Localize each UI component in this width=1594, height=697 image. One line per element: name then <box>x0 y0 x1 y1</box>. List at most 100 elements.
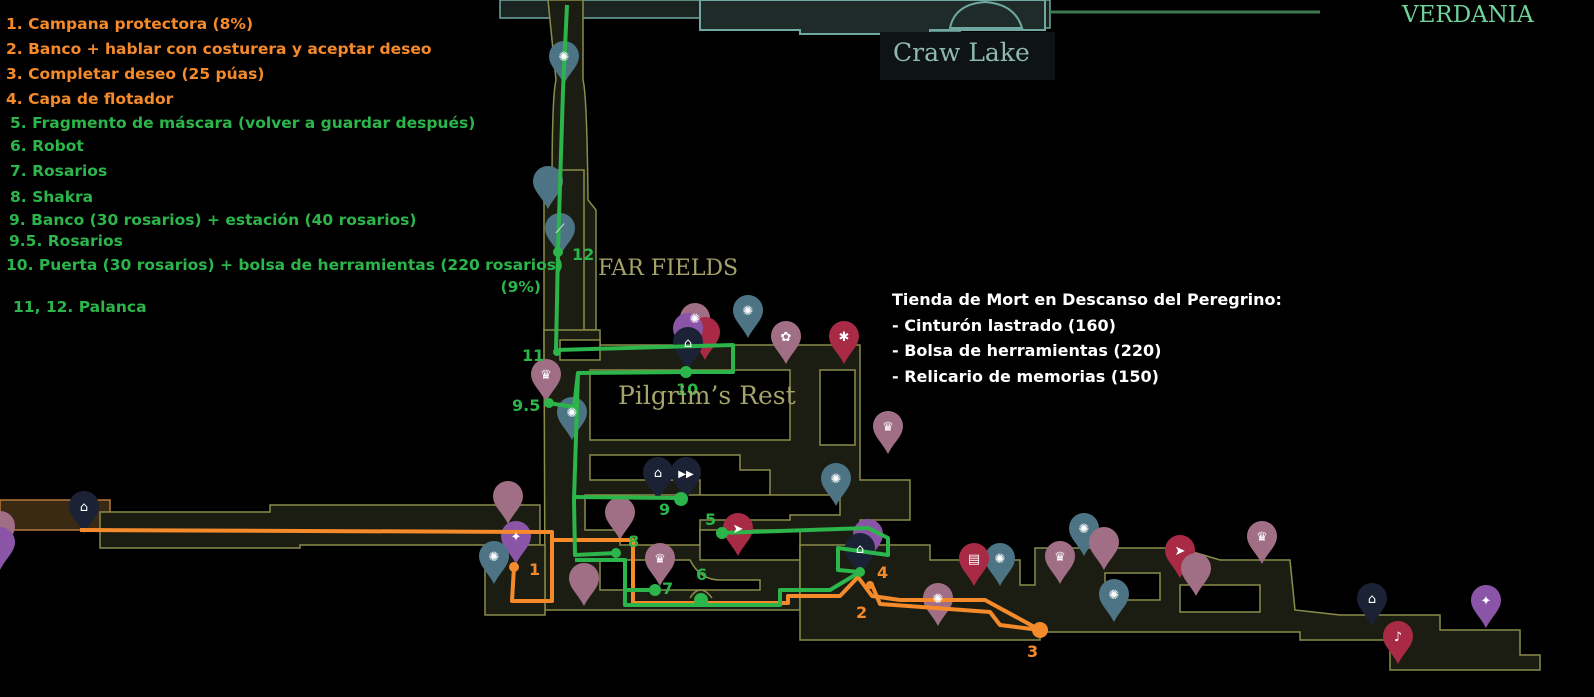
map-pin-burst[interactable] <box>821 463 851 506</box>
route-marker-11: 11 <box>522 346 544 365</box>
map-pin-rose[interactable] <box>771 321 801 364</box>
map-pin-lever-icon: ⟋ <box>555 222 565 237</box>
map-pin-burst-icon: ✺ <box>489 550 500 565</box>
legend-step-10: 10. Puerta (30 rosarios) + bolsa de herr… <box>6 256 564 274</box>
shop-item: - Cinturón lastrado (160) <box>892 315 1116 335</box>
route-marker-9: 9 <box>659 500 670 519</box>
map-pin-bench[interactable] <box>673 327 703 370</box>
route-marker-12: 12 <box>572 245 594 264</box>
map-pin-burst[interactable] <box>733 295 763 338</box>
route-marker-1: 1 <box>529 560 540 579</box>
legend-step-3: 3. Completar deseo (25 púas) <box>6 65 265 83</box>
map-pin[interactable] <box>605 497 635 540</box>
map-pin-burst-icon: ✺ <box>933 592 944 607</box>
craw-lake-region <box>499 0 1320 80</box>
map-pin-burst[interactable] <box>923 583 953 626</box>
orange-route <box>79 528 1048 638</box>
map-pin[interactable] <box>493 481 523 524</box>
map-pin[interactable] <box>0 527 15 570</box>
map-pin-cursor[interactable] <box>1165 535 1195 578</box>
route-marker-5: 5 <box>705 510 716 529</box>
map-pin-crown[interactable] <box>645 543 675 586</box>
legend-step-1: 1. Campana protectora (8%) <box>6 15 254 33</box>
map-pin-bench[interactable] <box>643 457 673 500</box>
legend-step-5: 5. Fragmento de máscara (volver a guarda… <box>10 114 476 132</box>
legend-step-6: 6. Robot <box>10 137 84 155</box>
map-pin-cursor[interactable] <box>723 513 753 556</box>
route-marker-2: 2 <box>856 603 867 622</box>
map-pin-harp-icon: ♪ <box>1394 630 1402 645</box>
map-pin-glyphs: ✺⟋✺⌂✺✿✱♛✺♛⌂▶▶✺➤✦✺♛⌂⌂✺✺▤✺♛✺➤♛⌂♪✦ <box>80 50 1492 645</box>
map-pin-cursor-icon: ➤ <box>1175 544 1186 559</box>
map-pin-bench-icon: ⌂ <box>856 542 864 557</box>
legend-step-9-5: 9.5. Rosarios <box>9 232 123 250</box>
legend-step-4: 4. Capa de flotador <box>6 90 174 108</box>
area-label-craw-lake: Craw Lake <box>893 38 1030 67</box>
map-pin[interactable] <box>1181 553 1211 596</box>
map-pin-bug[interactable] <box>829 321 859 364</box>
map-pin-ff[interactable] <box>671 457 701 500</box>
shop-item: - Relicario de memorias (150) <box>892 366 1159 386</box>
map-pin-burst[interactable] <box>557 397 587 440</box>
map-pin-bench[interactable] <box>1357 583 1387 626</box>
green-route <box>544 4 890 607</box>
map-pin-crown-icon: ♛ <box>654 552 666 567</box>
shop-item: - Bolsa de herramientas (220) <box>892 341 1162 360</box>
route-marker-6: 6 <box>696 565 707 584</box>
map-pin-crown-icon: ♛ <box>540 368 552 383</box>
map-pin-star-icon: ✦ <box>1481 594 1492 609</box>
route-marker-7: 7 <box>662 579 673 598</box>
map-pin-burst-icon: ✺ <box>995 552 1006 567</box>
mort-shop-info: Tienda de Mort en Descanso del Peregrino… <box>892 287 1282 389</box>
map-pin-burst-icon: ✺ <box>690 312 701 327</box>
map-pin-scroll[interactable] <box>958 542 989 586</box>
map-pin[interactable] <box>569 563 599 606</box>
legend-step-9: 9. Banco (30 rosarios) + estación (40 ro… <box>9 211 417 229</box>
map-pin-burst[interactable] <box>985 543 1015 586</box>
area-label-pilgrims-rest: Pilgrim’s Rest <box>618 381 796 410</box>
map-pin[interactable] <box>1089 527 1119 570</box>
shop-title: Tienda de Mort en Descanso del Peregrino… <box>892 290 1282 309</box>
map-pin-bench[interactable] <box>845 533 875 576</box>
right-corridor <box>799 544 1541 671</box>
map-pin-burst-icon: ✺ <box>1109 588 1120 603</box>
legend-step-8: 8. Shakra <box>10 188 94 206</box>
map-pin-burst-icon: ✺ <box>559 50 570 65</box>
map-pin-harp[interactable] <box>1383 621 1413 664</box>
route-marker-4: 4 <box>877 563 888 582</box>
map-pin-crown-icon: ♛ <box>882 420 894 435</box>
map-pin-star-icon: ✦ <box>511 530 522 545</box>
map-pin-star[interactable] <box>1471 585 1501 628</box>
map-pin-burst-icon: ✺ <box>831 472 842 487</box>
map-pins <box>0 41 1501 664</box>
map-pin-bench-icon: ⌂ <box>80 500 88 515</box>
map-pin-crown[interactable] <box>873 411 903 454</box>
map-pin-crown[interactable] <box>1247 521 1277 564</box>
map-pin-burst[interactable] <box>1099 579 1129 622</box>
map-pin-burst[interactable] <box>1069 513 1099 556</box>
map-pin-burst-icon: ✺ <box>1079 522 1090 537</box>
map-pin-bench[interactable] <box>69 491 99 534</box>
legend-step-2: 2. Banco + hablar con costurera y acepta… <box>6 40 432 58</box>
route-legend: 1. Campana protectora (8%) 2. Banco + ha… <box>6 12 563 318</box>
legend-step-7: 7. Rosarios <box>10 162 108 180</box>
map-pin-crown[interactable] <box>1045 541 1075 584</box>
map-pin-crown[interactable] <box>531 359 561 402</box>
legend-step-11-12: 11, 12. Palanca <box>13 298 147 316</box>
map-pin-ff-icon: ▶▶ <box>678 469 694 480</box>
map-pin-rose-icon: ✿ <box>781 330 792 345</box>
legend-step-10-percent: (9%) <box>500 278 541 296</box>
map-pin-bench-icon: ⌂ <box>1368 592 1376 607</box>
map-pin-bench-icon: ⌂ <box>684 336 692 351</box>
route-marker-10: 10 <box>676 380 698 399</box>
map-pin-crown-icon: ♛ <box>1054 550 1066 565</box>
map-pin-scroll-icon: ▤ <box>968 552 980 567</box>
map-pin[interactable] <box>533 166 563 209</box>
map-pin-crown-icon: ♛ <box>1256 530 1268 545</box>
map-pin-burst-icon: ✺ <box>567 406 578 421</box>
route-marker-8: 8 <box>628 532 639 551</box>
route-marker-3: 3 <box>1027 642 1038 661</box>
map-pin-burst[interactable] <box>479 541 509 584</box>
map-pin-cursor-icon: ➤ <box>733 522 744 537</box>
